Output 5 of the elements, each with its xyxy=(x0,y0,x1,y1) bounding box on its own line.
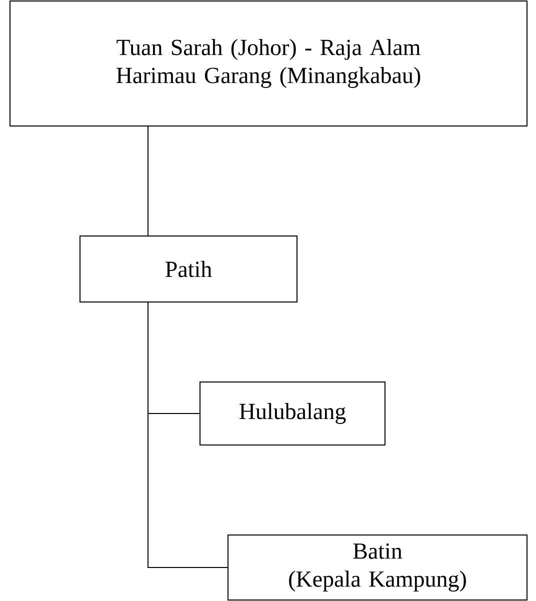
box: Tuan Sarah (Johor) - Raja Alam Harimau Garang (Minangkabau) xyxy=(10,0,528,126)
box: Patih xyxy=(80,236,298,302)
box: Batin (Kepala Kampung) xyxy=(228,534,528,600)
box: Hulubalang xyxy=(200,382,386,446)
connector-line xyxy=(148,302,228,568)
